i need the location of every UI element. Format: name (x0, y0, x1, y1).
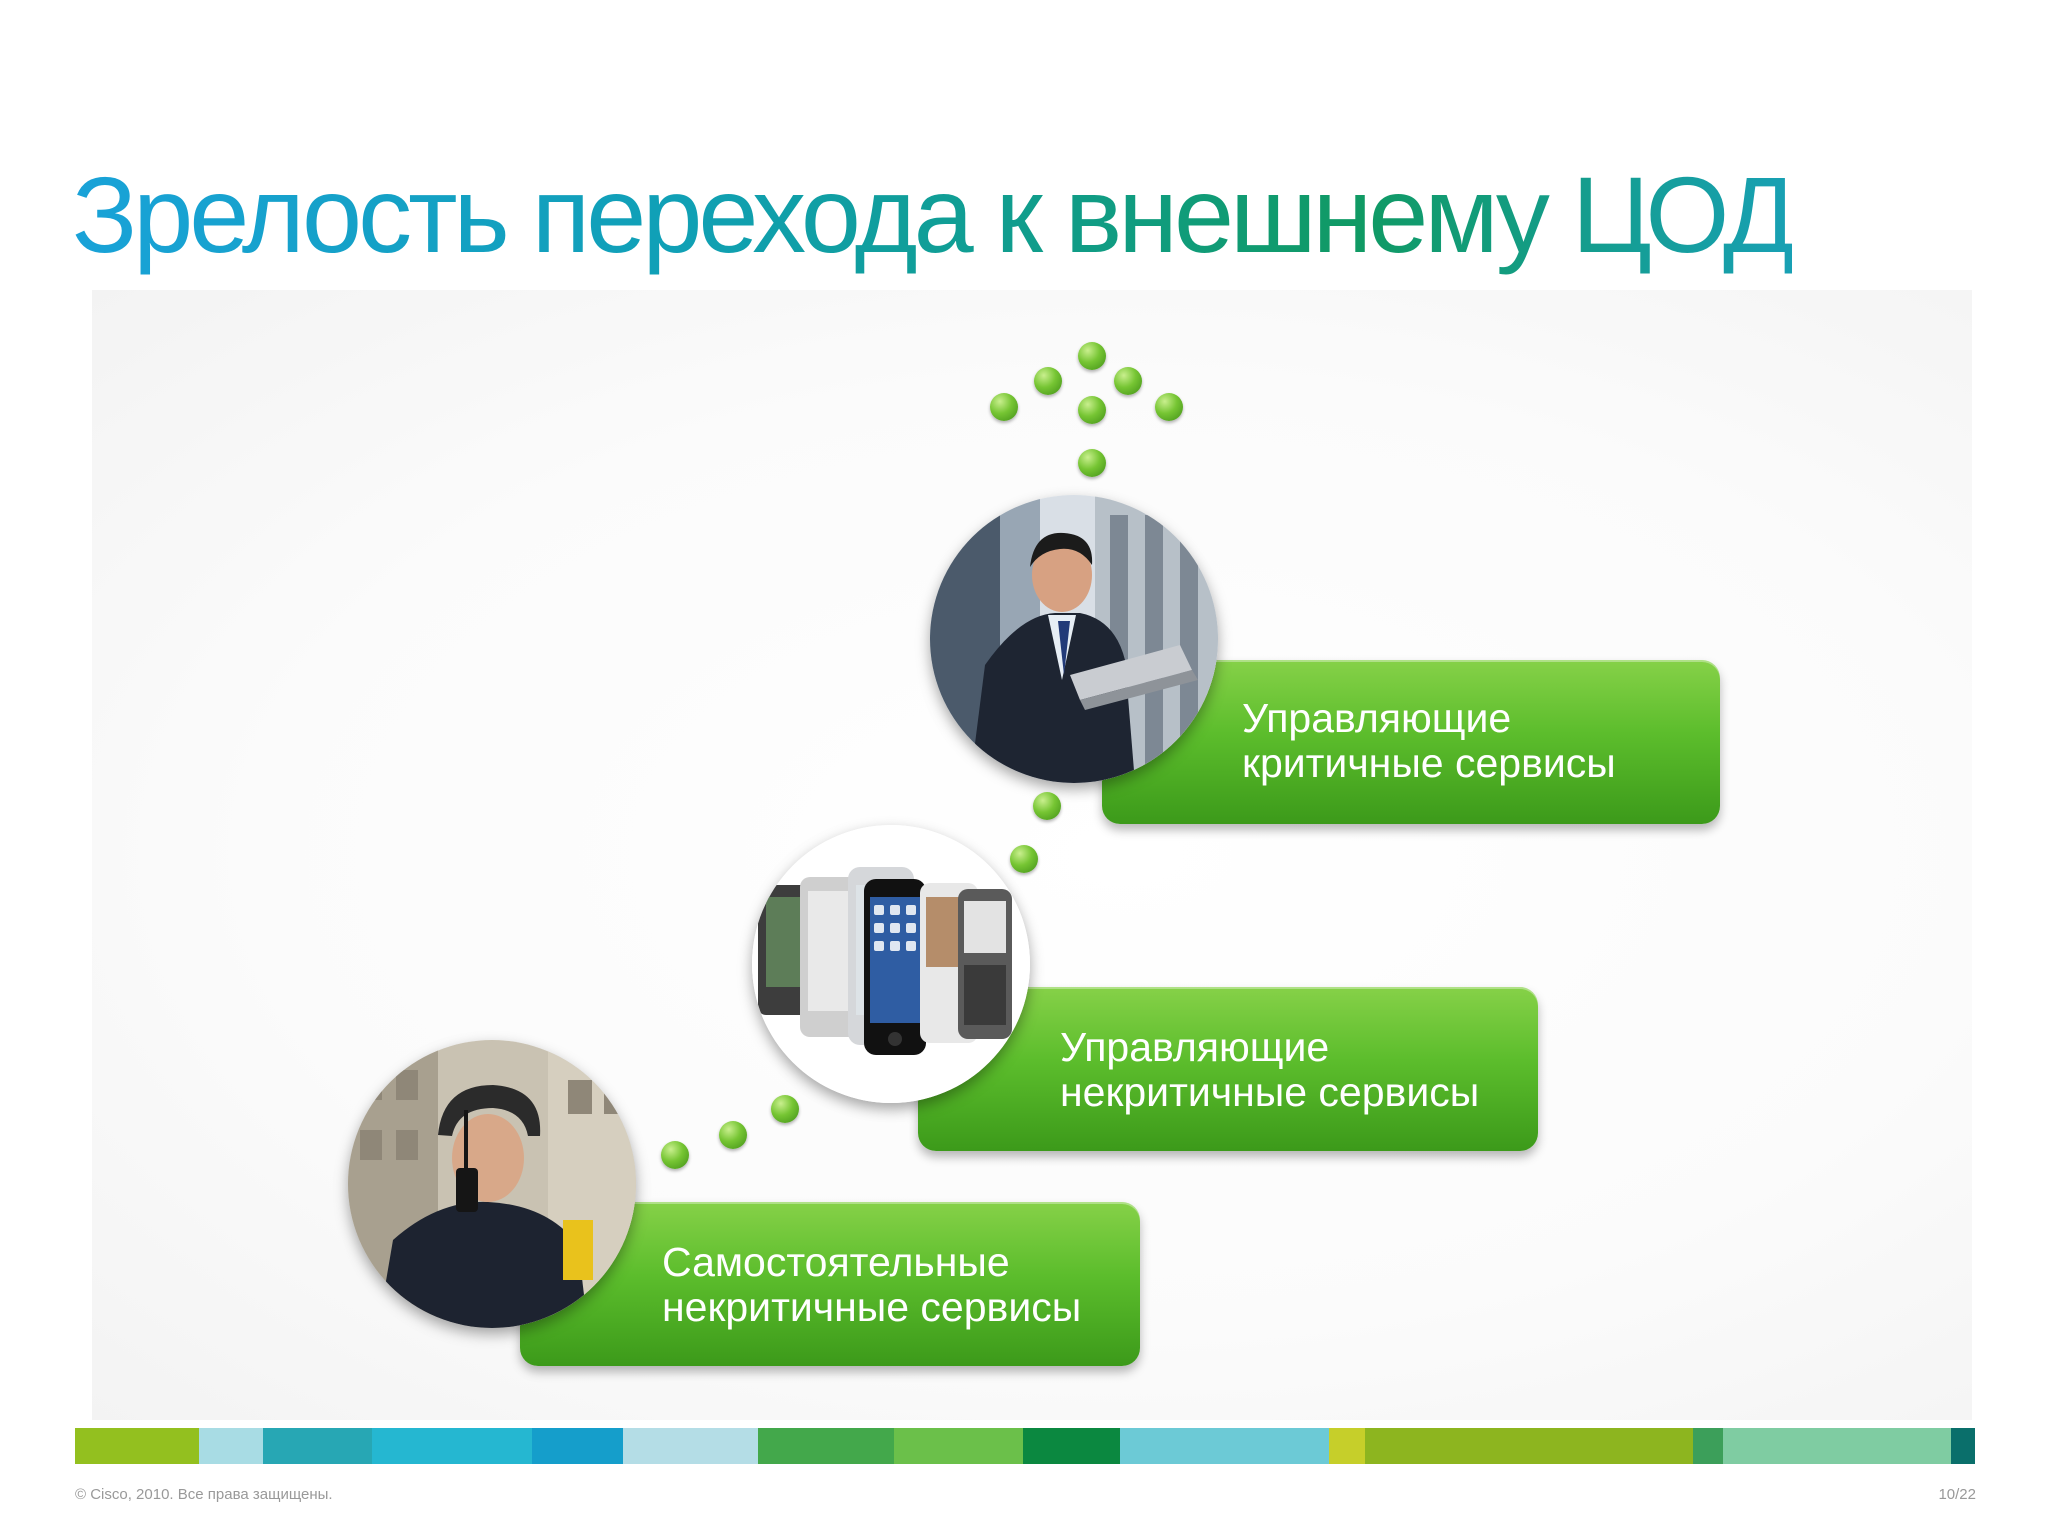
stripe-segment (1723, 1428, 1952, 1464)
mobile-phones-photo (752, 825, 1030, 1103)
stripe-segment (199, 1428, 264, 1464)
step-line-1: Самостоятельные (662, 1239, 1010, 1285)
stripe-segment (1329, 1428, 1366, 1464)
progress-dot (1114, 367, 1142, 395)
stripe-segment (623, 1428, 759, 1464)
progress-dot (771, 1095, 799, 1123)
progress-dot (719, 1121, 747, 1149)
progress-dot (990, 393, 1018, 421)
stripe-segment (531, 1428, 624, 1464)
stripe-segment (1022, 1428, 1121, 1464)
step-box-text: Управляющие некритичные сервисы (1060, 1025, 1479, 1115)
copyright-footer: © Cisco, 2010. Все права защищены. (75, 1486, 333, 1503)
step-line-2: некритичные сервисы (662, 1284, 1082, 1330)
stripe-segment (1365, 1428, 1694, 1464)
stripe-segment (1951, 1428, 1975, 1464)
progress-dot (1078, 396, 1106, 424)
stripe-segment (372, 1428, 532, 1464)
progress-dot (661, 1141, 689, 1169)
brand-color-stripe (75, 1428, 1975, 1464)
progress-dot (1033, 792, 1061, 820)
stripe-segment (75, 1428, 200, 1464)
step-line-2: критичные сервисы (1242, 740, 1616, 786)
step-line-1: Управляющие (1242, 695, 1512, 741)
progress-dot (1078, 342, 1106, 370)
progress-dot (1034, 367, 1062, 395)
step-box-text: Самостоятельные некритичные сервисы (662, 1240, 1081, 1330)
slide-title: Зрелость перехода к внешнему ЦОД (72, 150, 1796, 280)
stripe-segment (1120, 1428, 1330, 1464)
stripe-segment (758, 1428, 894, 1464)
step-line-2: некритичные сервисы (1060, 1069, 1480, 1115)
courier-with-radio-photo (348, 1040, 636, 1328)
stripe-segment (893, 1428, 1023, 1464)
progress-dot (1010, 845, 1038, 873)
step-line-1: Управляющие (1060, 1024, 1330, 1070)
stripe-segment (1693, 1428, 1724, 1464)
progress-dot (1078, 449, 1106, 477)
page-number: 10/22 (1938, 1486, 1976, 1503)
step-box-noncritical-managed: Управляющие некритичные сервисы (918, 987, 1538, 1151)
progress-dot (1155, 393, 1183, 421)
step-box-text: Управляющие критичные сервисы (1242, 696, 1616, 786)
stripe-segment (263, 1428, 373, 1464)
businessman-with-laptop-photo (930, 495, 1218, 783)
